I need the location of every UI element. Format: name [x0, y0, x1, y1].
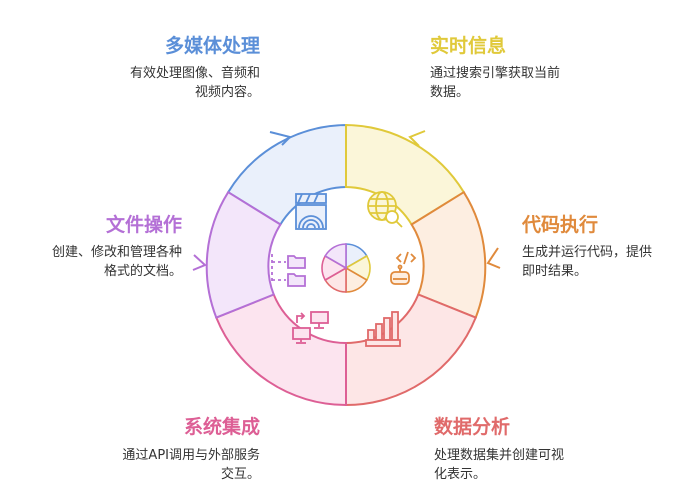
code-desc-line2: 即时结果。 — [522, 264, 588, 279]
file-desc-line2: 格式的文档。 — [103, 264, 182, 279]
data-title: 数据分析 — [434, 416, 511, 438]
code-title: 代码执行 — [522, 214, 599, 236]
arrow-notch-file — [192, 254, 207, 271]
file-desc-line1: 创建、修改和管理各种 — [51, 245, 182, 260]
data-desc-line1: 处理数据集并创建可视 — [434, 448, 565, 463]
ring — [192, 123, 501, 407]
computers-sync-icon — [292, 311, 329, 344]
multimedia-description: 有效处理图像、音频和 视频内容。 — [130, 64, 260, 102]
video-clapper-icon — [295, 193, 327, 230]
file-description: 创建、修改和管理各种 格式的文档。 — [52, 243, 182, 281]
system-desc-line2: 交互。 — [220, 467, 260, 482]
arrow-notch-multimedia — [269, 131, 292, 146]
code-robot-icon — [390, 251, 417, 285]
code-description: 生成并运行代码，提供 即时结果。 — [522, 243, 652, 281]
arrow-notch-realtime — [408, 130, 426, 147]
bar-chart-icon — [365, 311, 401, 347]
globe-search-icon — [367, 191, 403, 228]
data-description: 处理数据集并创建可视 化表示。 — [434, 446, 564, 484]
arrow-notch-code — [486, 247, 501, 269]
multimedia-desc-line1: 有效处理图像、音频和 — [129, 66, 260, 81]
folder-tree-icon — [271, 254, 306, 287]
realtime-desc-line2: 数据。 — [430, 85, 470, 100]
realtime-title: 实时信息 — [430, 35, 507, 57]
system-description: 通过API调用与外部服务 交互。 — [122, 446, 260, 484]
system-title: 系统集成 — [183, 416, 260, 438]
multimedia-desc-line2: 视频内容。 — [194, 85, 260, 100]
ring-segment-system — [214, 293, 347, 407]
ring-segment-data — [345, 293, 478, 407]
center-pie — [321, 243, 371, 293]
system-desc-line1: 通过API调用与外部服务 — [122, 448, 260, 463]
realtime-desc-line1: 通过搜索引擎获取当前 — [430, 66, 561, 81]
data-desc-line2: 化表示。 — [434, 467, 487, 482]
multimedia-title: 多媒体处理 — [164, 35, 260, 57]
ring-segment-file — [205, 190, 282, 319]
realtime-description: 通过搜索引擎获取当前 数据。 — [430, 64, 560, 102]
file-title: 文件操作 — [105, 214, 182, 236]
code-desc-line1: 生成并运行代码，提供 — [522, 245, 653, 260]
